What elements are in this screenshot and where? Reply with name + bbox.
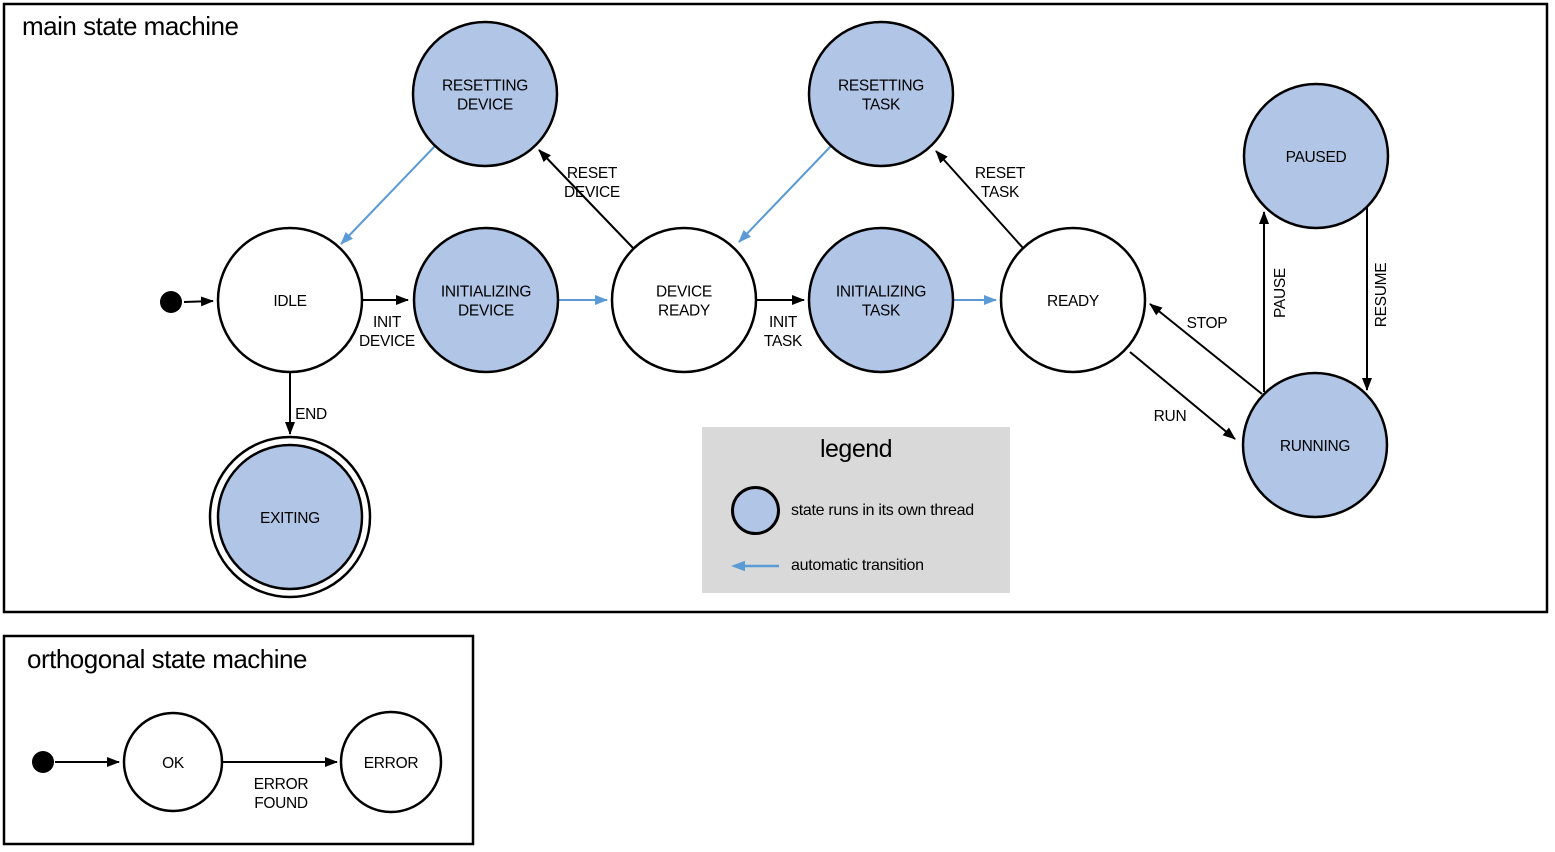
transition-label-stop: STOP <box>1187 315 1228 332</box>
state-circle-error <box>339 710 443 814</box>
transition-reset-device <box>538 149 635 250</box>
state-exiting: EXITING <box>208 435 372 599</box>
state-circle-device-ready <box>610 226 758 374</box>
state-circle-paused <box>1242 82 1390 230</box>
legend-item-label: state runs in its own thread <box>791 502 974 519</box>
state-label-error: ERROR <box>364 755 419 772</box>
transition-label-end: END <box>295 406 327 423</box>
state-circle-resetting-device <box>411 20 559 168</box>
transition-stop <box>1149 303 1263 395</box>
transition-resetting-device-to-idle <box>340 145 436 245</box>
state-circle-resetting-task <box>807 20 955 168</box>
state-label-ok: OK <box>162 755 185 772</box>
state-circle-idle <box>216 226 364 374</box>
state-label-idle: IDLE <box>273 293 306 310</box>
initial-state-marker <box>32 751 54 773</box>
state-circle-exiting <box>216 443 364 591</box>
state-ready: READY <box>999 226 1147 374</box>
state-idle: IDLE <box>216 226 364 374</box>
transition-reset-task <box>935 150 1024 249</box>
orthogonal-state-machine-title: orthogonal state machine <box>27 644 307 674</box>
state-circle-running <box>1241 371 1389 519</box>
state-running: RUNNING <box>1241 371 1389 519</box>
transition-run <box>1129 351 1236 440</box>
transition-start-to-idle <box>183 296 214 307</box>
state-circle-ready <box>999 226 1147 374</box>
state-circle-initializing-task <box>807 226 955 374</box>
state-label-exiting: EXITING <box>260 510 320 527</box>
automatic-transition-arrow-icon <box>731 560 779 572</box>
state-label-ready: READY <box>1047 293 1099 310</box>
state-ok: OK <box>122 711 224 813</box>
state-label-paused: PAUSED <box>1286 149 1347 166</box>
legend: legend state runs in its own thread auto… <box>702 427 1010 593</box>
legend-item-label: automatic transition <box>791 557 924 574</box>
transition-label-pause: PAUSE <box>1272 268 1289 318</box>
threaded-state-icon <box>731 486 780 535</box>
transition-label-resume: RESUME <box>1373 263 1390 328</box>
state-paused: PAUSED <box>1242 82 1390 230</box>
state-circle-ok <box>122 711 224 813</box>
state-circle-initializing-device <box>412 226 560 374</box>
transition-resetting-task-to-device-ready <box>738 145 832 243</box>
transition-label-run: RUN <box>1154 408 1187 425</box>
legend-title: legend <box>819 435 893 463</box>
state-label-running: RUNNING <box>1280 438 1350 455</box>
initial-state-marker <box>160 291 182 313</box>
main-state-machine-title: main state machine <box>22 11 239 41</box>
state-error: ERROR <box>339 710 443 814</box>
